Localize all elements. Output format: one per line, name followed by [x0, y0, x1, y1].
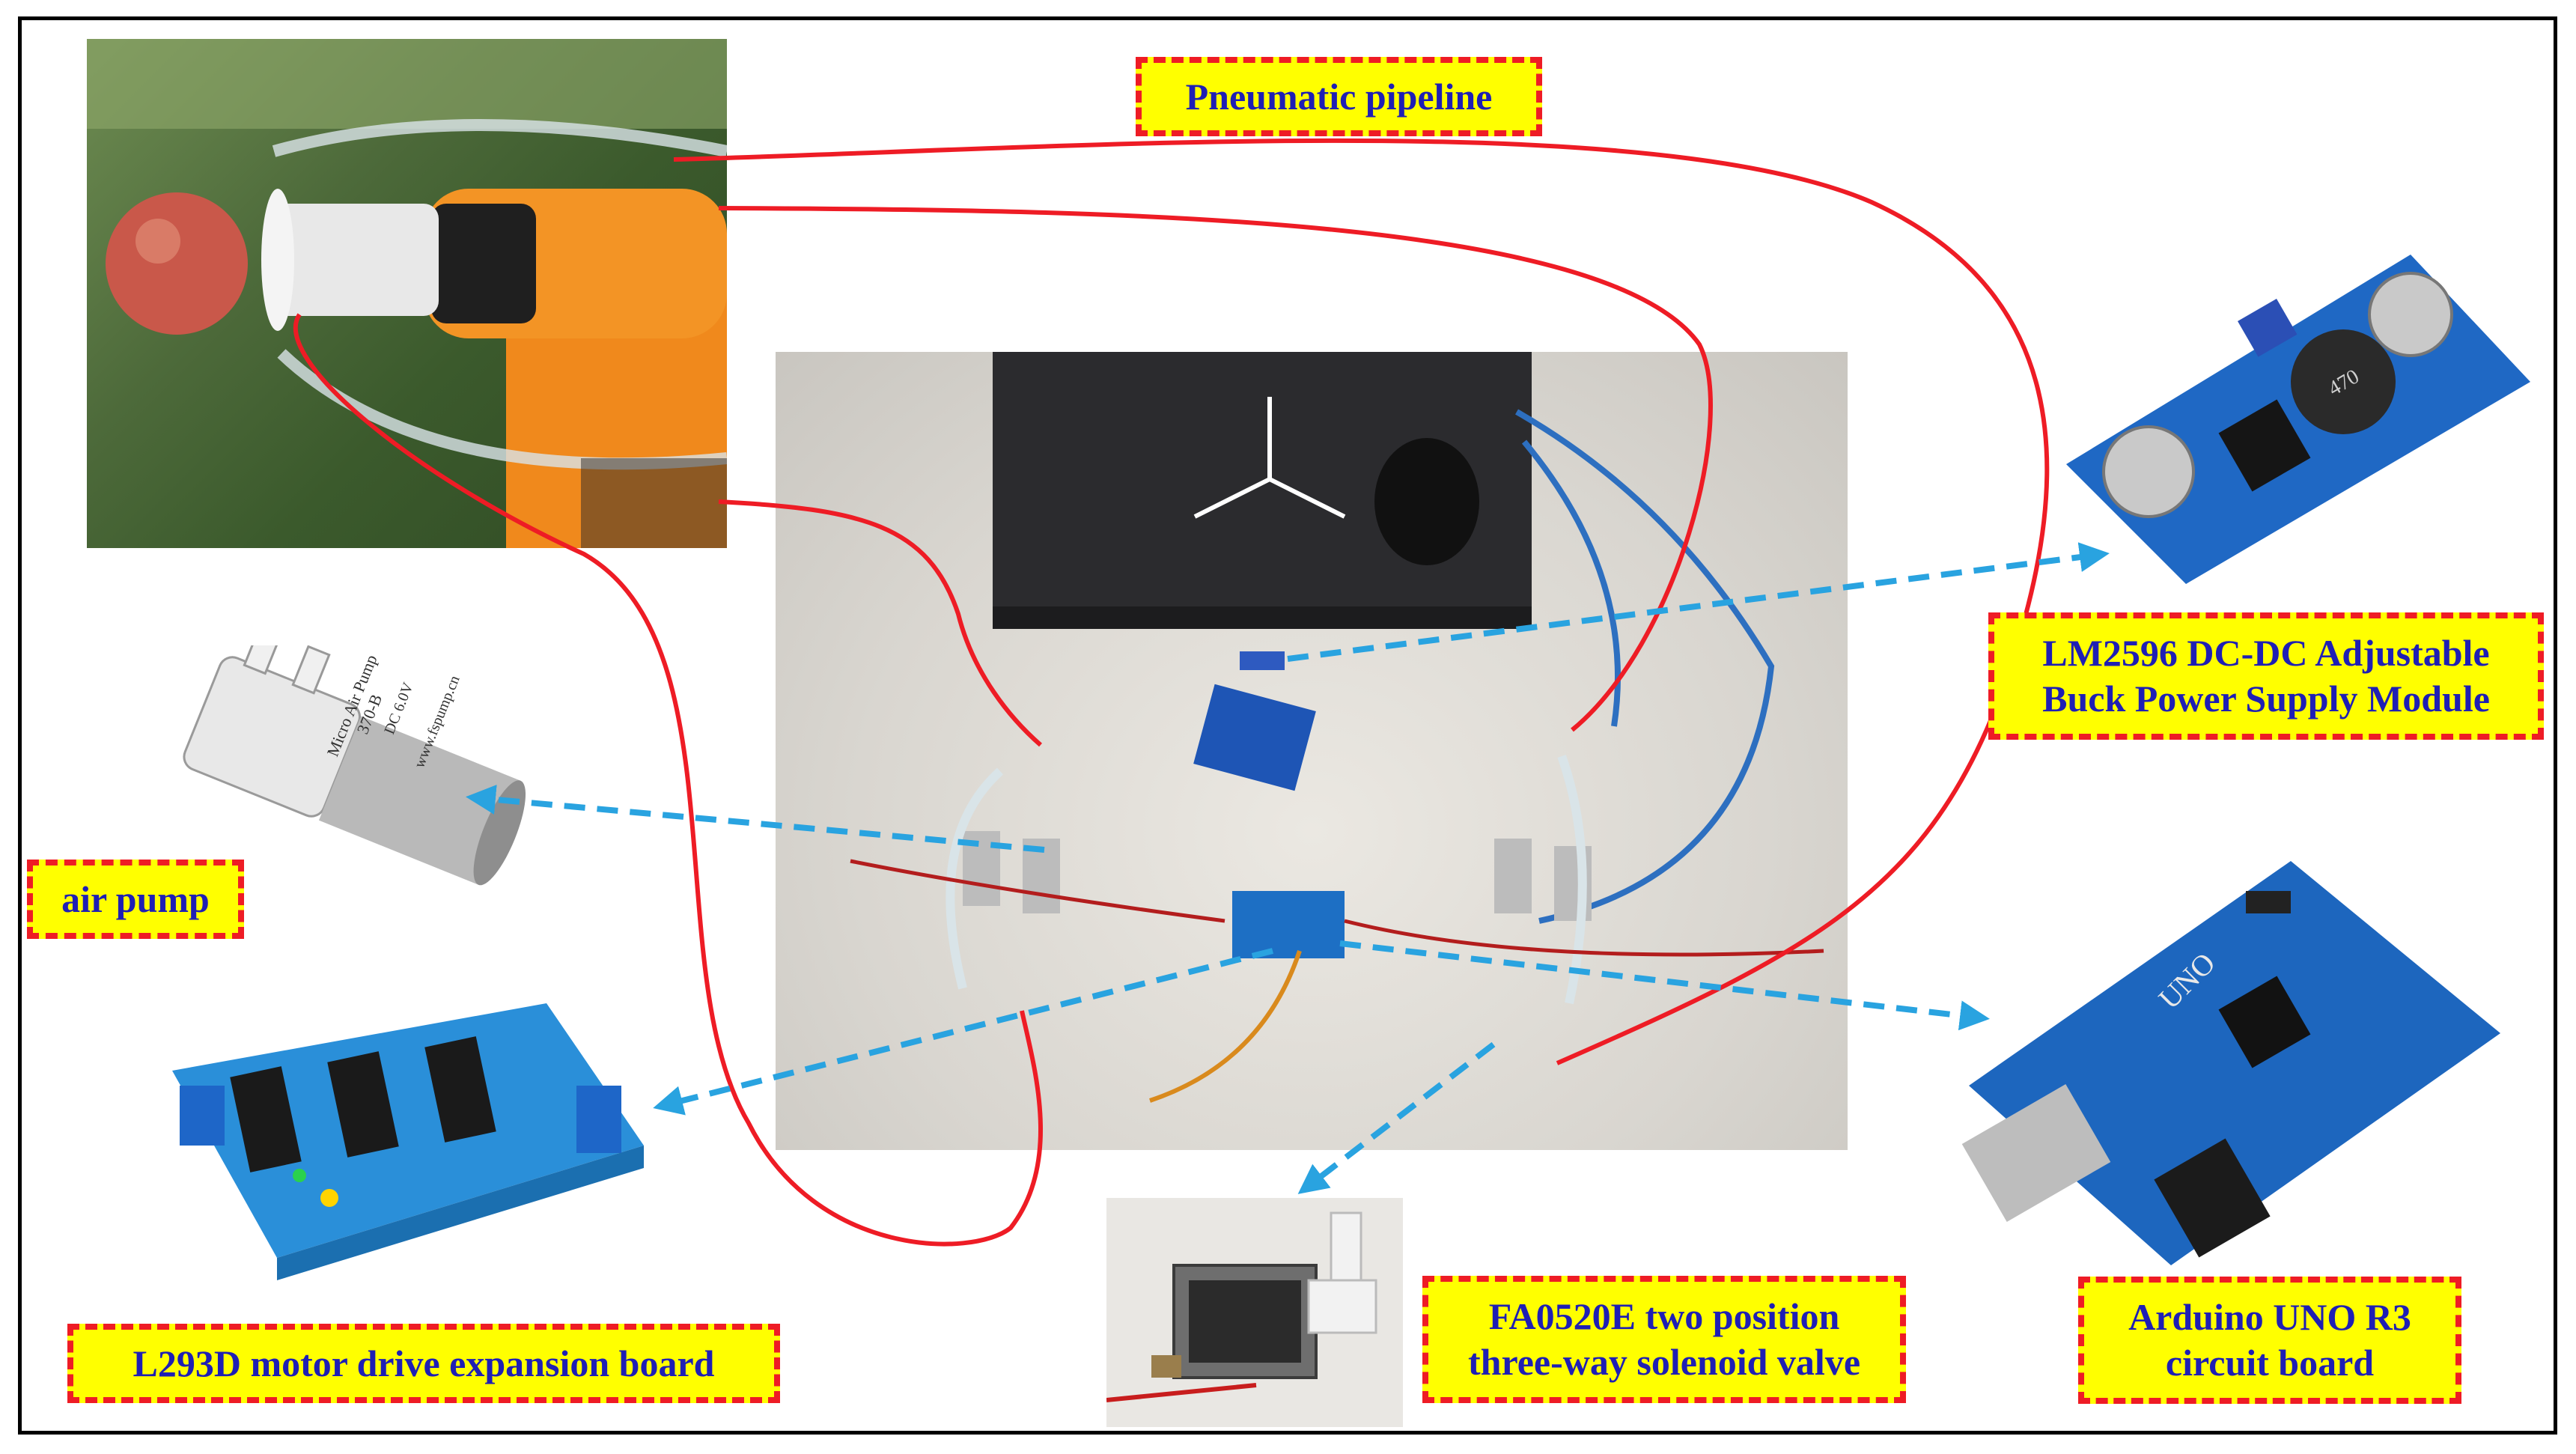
- label-solenoid-valve: FA0520E two position three-way solenoid …: [1422, 1276, 1906, 1403]
- label-air-pump-text: air pump: [61, 877, 210, 920]
- arduino-uno-photo: UNO: [1946, 839, 2500, 1273]
- label-lm2596-line2: Buck Power Supply Module: [2042, 678, 2490, 720]
- label-lm2596-line1: LM2596 DC-DC Adjustable: [2042, 632, 2490, 674]
- solenoid-valve-photo: [1106, 1198, 1403, 1427]
- arrow-l293d: [653, 948, 1273, 1116]
- label-lm2596: LM2596 DC-DC Adjustable Buck Power Suppl…: [1988, 612, 2544, 740]
- pipeline-3: [718, 499, 1042, 747]
- label-arduino-line2: circuit board: [2165, 1342, 2375, 1384]
- label-pneumatic-pipeline: Pneumatic pipeline: [1136, 57, 1542, 136]
- label-arduino: Arduino UNO R3 circuit board: [2078, 1277, 2461, 1404]
- lm2596-module-photo: 470: [2051, 217, 2530, 584]
- arrow-valve: [1297, 1041, 1496, 1194]
- label-l293d: L293D motor drive expansion board: [67, 1324, 780, 1403]
- label-arduino-line1: Arduino UNO R3: [2128, 1296, 2411, 1338]
- label-l293d-text: L293D motor drive expansion board: [133, 1342, 715, 1384]
- pipeline-4: [293, 313, 1043, 1247]
- l293d-board-photo: [127, 973, 651, 1295]
- arrow-arduino: [1339, 940, 1990, 1031]
- arrow-air-pump: [466, 784, 1045, 853]
- experimental-setup-photo: [776, 352, 1848, 1150]
- label-valve-line2: three-way solenoid valve: [1467, 1341, 1861, 1383]
- air-pump-photo: Micro Air Pump 370-B DC 6.0V www.fspump.…: [165, 645, 554, 915]
- label-air-pump: air pump: [27, 860, 244, 939]
- arrow-lm2596: [1287, 542, 2110, 662]
- figure-frame: [18, 16, 2557, 1435]
- robot-gripper-photo: [87, 39, 727, 548]
- label-valve-line1: FA0520E two position: [1488, 1295, 1840, 1337]
- label-pneumatic-pipeline-text: Pneumatic pipeline: [1185, 75, 1493, 118]
- pipeline-1: [673, 138, 2050, 1065]
- pipeline-2: [718, 206, 1713, 732]
